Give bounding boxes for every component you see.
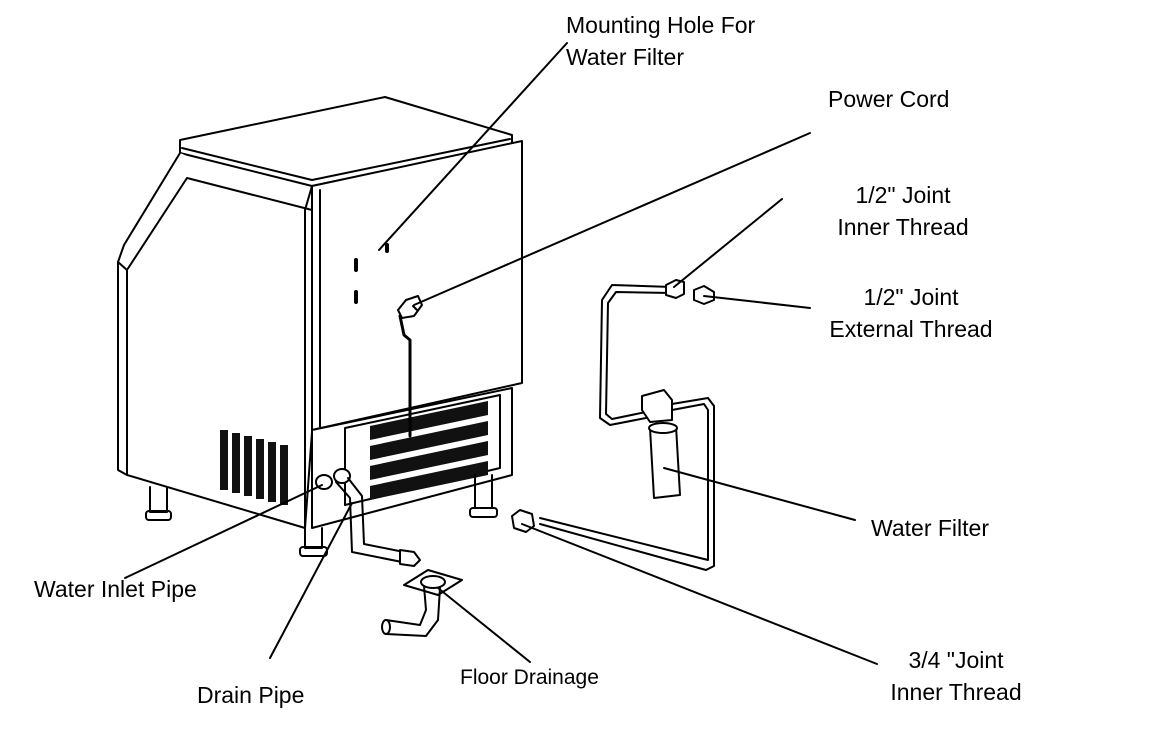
machine-left-side-panel: [126, 209, 306, 529]
filter-outlet-tube: [539, 397, 715, 571]
label-mounting-hole-line-1: Mounting Hole For: [566, 12, 756, 38]
label-joint-half-inner: 1/2" Joint Inner Thread: [818, 179, 988, 243]
label-water-inlet-pipe: Water Inlet Pipe: [34, 573, 197, 605]
joint-three-quarter-fitting: [511, 509, 535, 533]
leader-mounting-hole: [378, 42, 568, 251]
leader-lines: [124, 42, 878, 665]
water-filter-assembly: [511, 279, 715, 571]
label-drain-pipe: Drain Pipe: [197, 679, 304, 711]
label-drain-pipe-text: Drain Pipe: [197, 682, 305, 708]
label-floor-drainage: Floor Drainage: [460, 662, 599, 694]
filter-head: [641, 389, 673, 423]
machine-left-side-edge: [117, 261, 128, 476]
leader-joint-half-external: [703, 295, 811, 309]
label-joint-half-external-line-2: External Thread: [829, 316, 993, 342]
machine-rear-panel-frame: [304, 185, 321, 529]
label-mounting-hole-line-2: Water Filter: [566, 44, 684, 70]
label-joint-half-external: 1/2" Joint External Thread: [806, 281, 1016, 345]
filter-cartridge: [649, 425, 681, 499]
leader-water-filter: [663, 467, 856, 521]
label-joint-half-inner-line-1: 1/2" Joint: [855, 182, 951, 208]
machine-rear-panel: [311, 140, 523, 431]
leader-power-cord: [413, 132, 811, 306]
joint-half-inner-fitting: [665, 279, 685, 299]
label-joint-half-inner-line-2: Inner Thread: [837, 214, 969, 240]
drain-pipe-hose: [335, 477, 405, 563]
machine-left-shoulder: [117, 152, 313, 271]
label-floor-drainage-text: Floor Drainage: [460, 666, 599, 689]
leader-joint-half-inner: [673, 198, 783, 288]
label-joint-three-quarter: 3/4 "Joint Inner Thread: [866, 644, 1046, 708]
label-joint-three-quarter-line-1: 3/4 "Joint: [908, 647, 1004, 673]
filter-inlet-tube: [599, 284, 673, 426]
side-vent-grille: [220, 430, 288, 505]
leader-drain-pipe: [269, 502, 353, 659]
label-mounting-hole: Mounting Hole For Water Filter: [566, 9, 755, 73]
machine-top-inner-edge: [181, 138, 511, 181]
label-power-cord: Power Cord: [828, 83, 949, 115]
power-cord-plug: [397, 295, 423, 438]
floor-drain: [381, 569, 463, 637]
machine-legs: [145, 474, 498, 557]
label-water-filter-text: Water Filter: [871, 515, 989, 541]
label-joint-half-external-line-1: 1/2" Joint: [863, 284, 959, 310]
leg-front-left: [149, 486, 168, 513]
label-joint-three-quarter-line-2: Inner Thread: [890, 679, 1022, 705]
leader-floor-drainage: [437, 587, 531, 663]
ice-machine: [117, 96, 523, 637]
label-water-filter: Water Filter: [871, 512, 989, 544]
rear-condenser-grille: [370, 401, 488, 500]
leader-water-inlet: [124, 484, 323, 579]
label-power-cord-text: Power Cord: [828, 86, 950, 112]
leader-joint-three-quarter: [521, 523, 878, 665]
leg-front-right: [304, 527, 323, 549]
label-water-inlet-pipe-text: Water Inlet Pipe: [34, 576, 197, 602]
